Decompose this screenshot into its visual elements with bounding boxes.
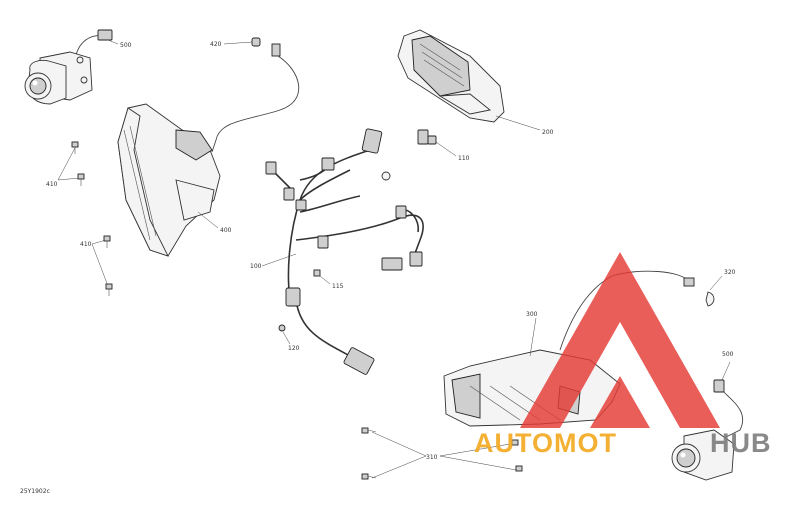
callout-410-lower: 410 xyxy=(80,241,92,248)
callout-100: 100 xyxy=(250,263,262,270)
callout-120: 120 xyxy=(288,345,300,352)
callout-115: 115 xyxy=(332,283,344,290)
callout-310: 310 xyxy=(426,454,438,461)
wire-420 xyxy=(211,37,300,153)
callout-410-upper: 410 xyxy=(46,181,58,188)
fog-light-left xyxy=(24,29,119,105)
screws-310 xyxy=(361,427,523,480)
watermark-text-orange: AUTOMOT xyxy=(474,428,617,458)
clip-110 xyxy=(417,129,457,157)
callout-110: 110 xyxy=(458,155,470,162)
callout-200: 200 xyxy=(542,129,554,136)
watermark-logo xyxy=(520,252,720,428)
watermark-text-gray: HUB xyxy=(710,428,772,458)
fastener-120 xyxy=(278,324,291,345)
module-200 xyxy=(397,29,541,131)
callout-420: 420 xyxy=(210,41,222,48)
wiring-harness-100 xyxy=(261,128,424,375)
callout-400: 400 xyxy=(220,227,232,234)
screws-410-upper xyxy=(57,141,85,186)
fastener-115 xyxy=(313,269,331,285)
fog-light-right xyxy=(671,361,744,481)
drawing-id: 25Y1902c xyxy=(20,488,50,495)
watermark-triangle-inner xyxy=(590,376,650,428)
watermark-triangle-outer xyxy=(520,252,720,428)
callout-320: 320 xyxy=(724,269,736,276)
callout-300: 300 xyxy=(526,311,538,318)
screws-410-lower xyxy=(91,235,113,296)
callout-500-top: 500 xyxy=(120,42,132,49)
headlight-400 xyxy=(117,103,221,257)
callout-500-right: 500 xyxy=(722,351,734,358)
